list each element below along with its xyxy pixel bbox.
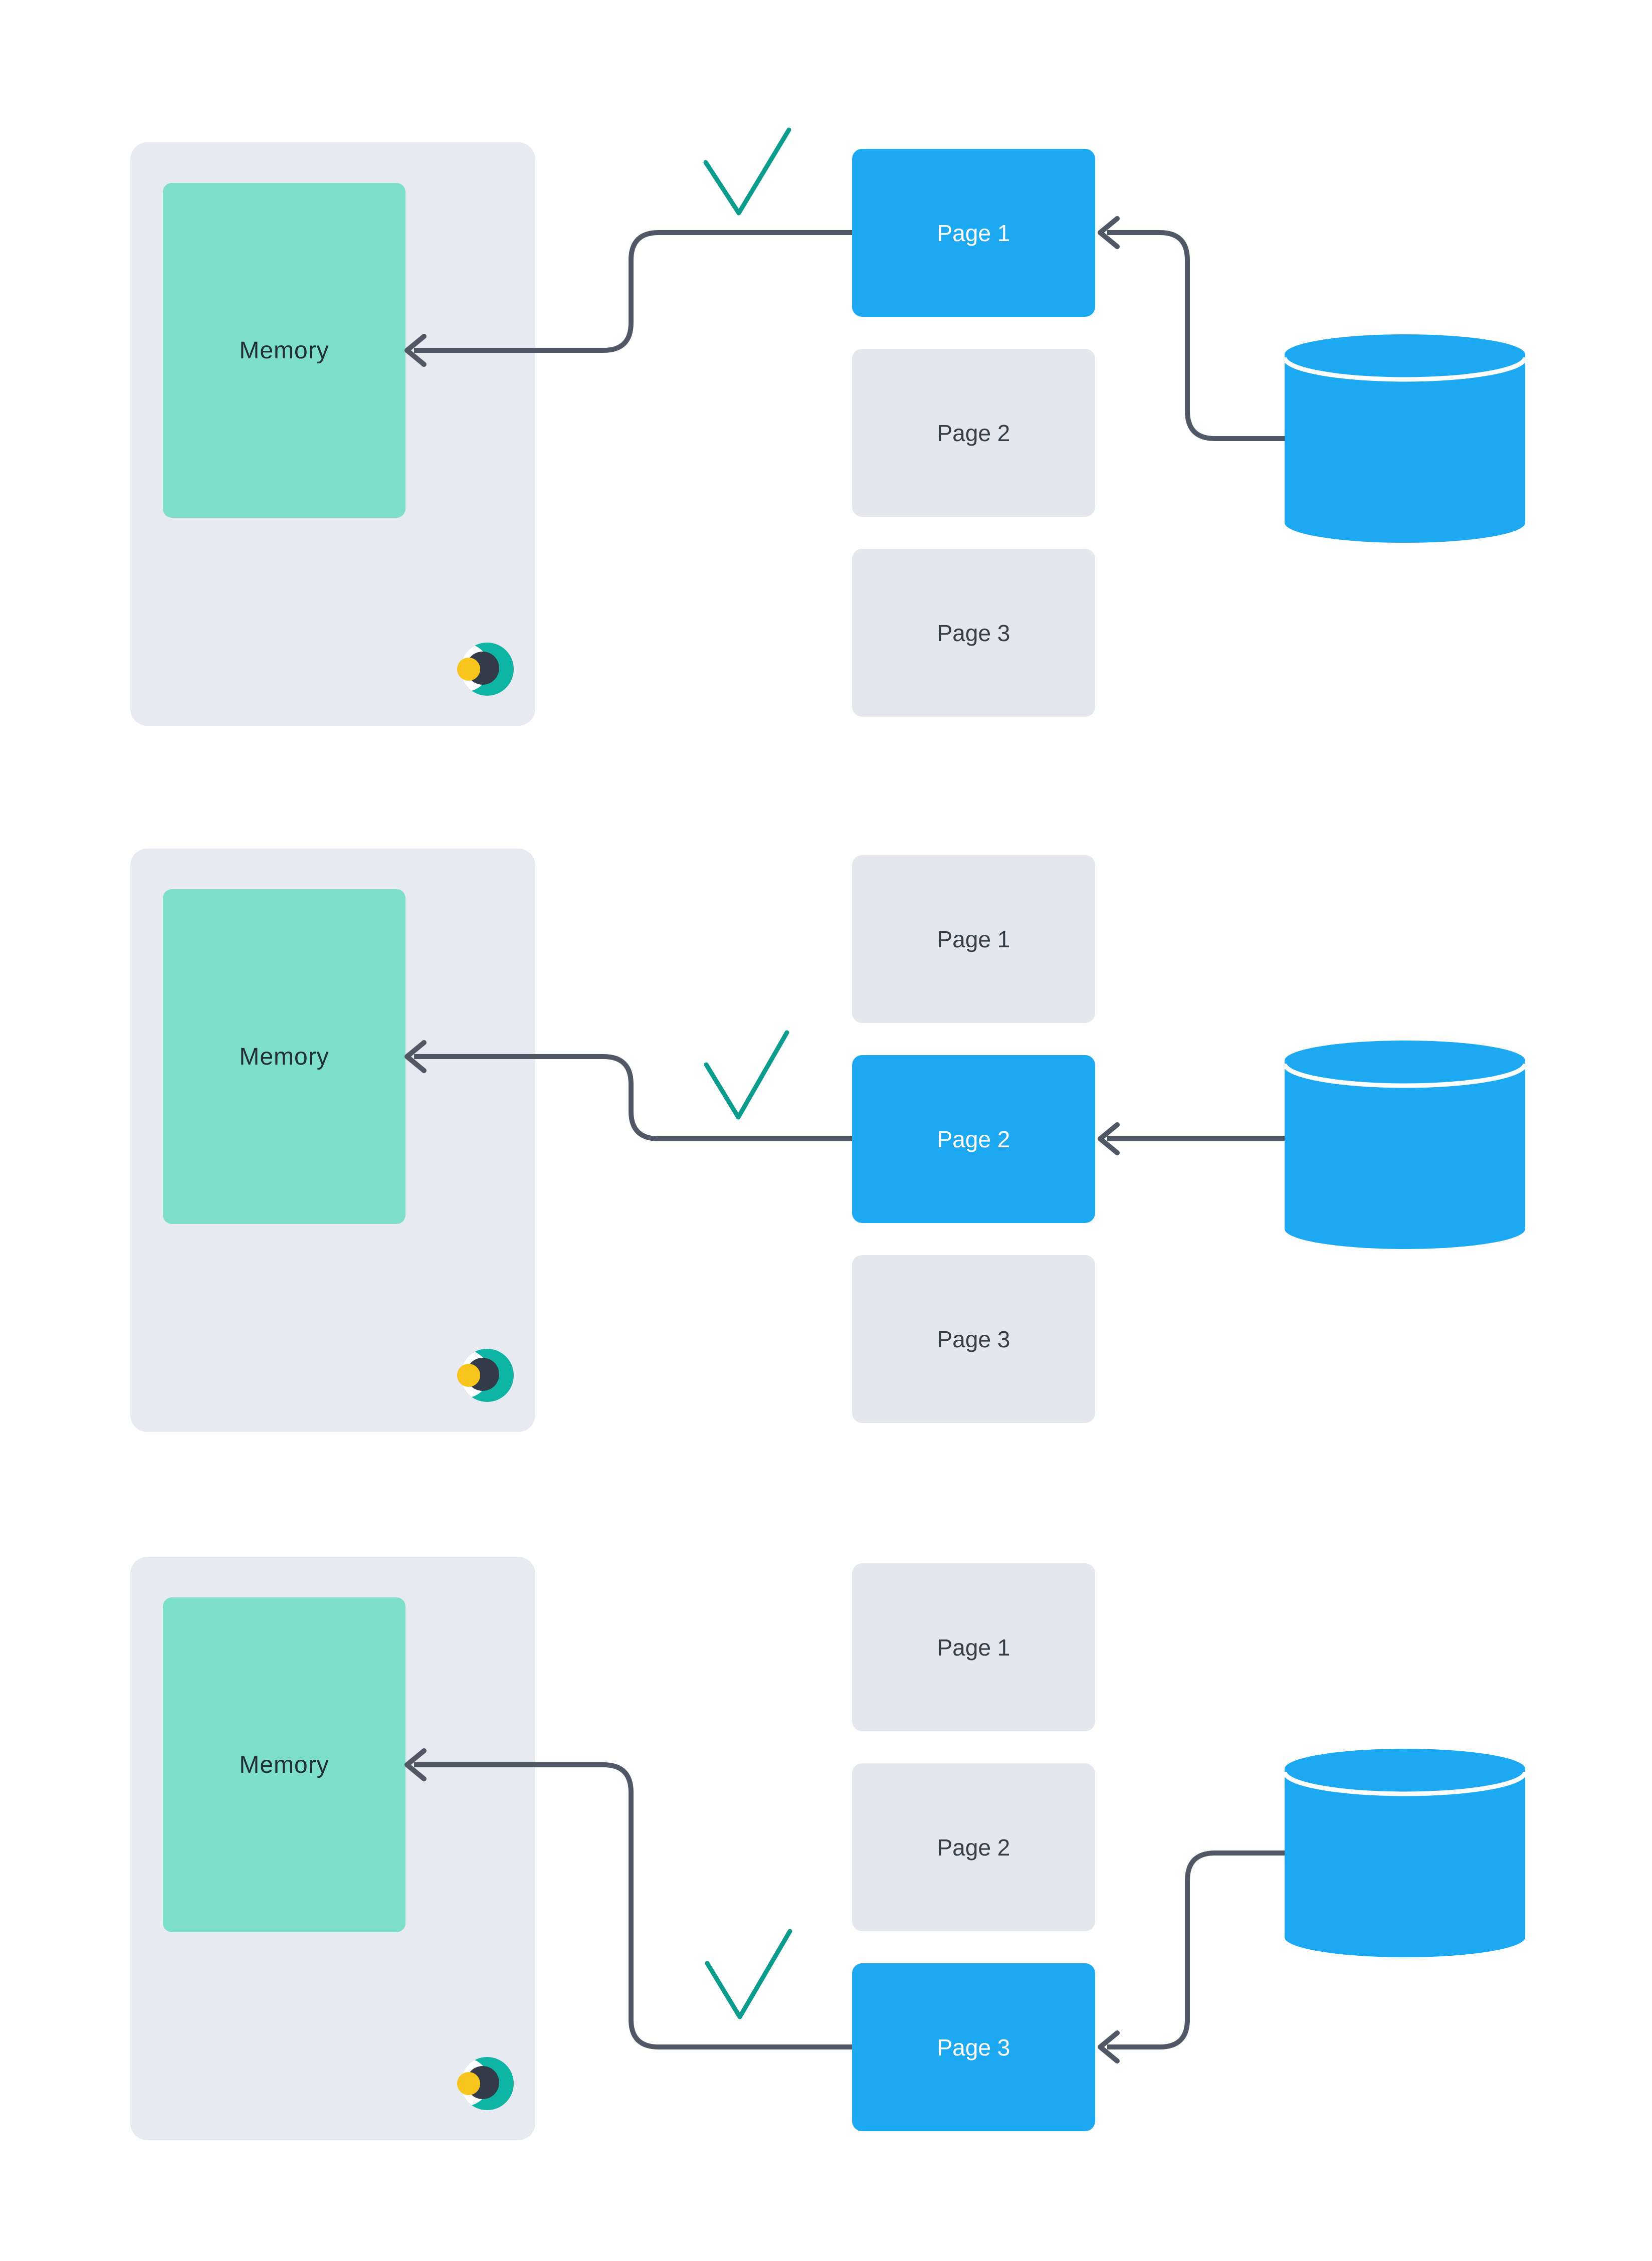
page-3-box: Page 3 xyxy=(852,1255,1095,1423)
datasource-label: Data Source xyxy=(1341,1862,1469,1888)
page-2-box: Page 2 xyxy=(852,349,1095,517)
page-3-box: Page 3 xyxy=(852,549,1095,717)
page-label: Page 2 xyxy=(937,1834,1010,1861)
page-1-box: Page 1 xyxy=(852,149,1095,317)
database-cylinder-icon xyxy=(1282,1041,1528,1249)
page-2-box: Page 2 xyxy=(852,1055,1095,1223)
database-cylinder-icon xyxy=(1282,1749,1528,1957)
page-label: Page 1 xyxy=(937,926,1010,952)
check-icon xyxy=(704,1030,789,1120)
arrowhead-icon xyxy=(1098,2030,1120,2064)
page-label: Page 2 xyxy=(937,1126,1010,1152)
page-3-box: Page 3 xyxy=(852,1963,1095,2131)
check-icon xyxy=(703,127,791,216)
datasource-to-page-connector xyxy=(1107,1851,1285,2049)
memory-box: Memory xyxy=(163,1597,405,1932)
datasource-label: Data Source xyxy=(1341,1154,1469,1180)
memory-label: Memory xyxy=(239,337,329,364)
check-icon xyxy=(705,1929,792,2019)
arrowhead-icon xyxy=(1098,1122,1120,1155)
page-label: Page 2 xyxy=(937,420,1010,446)
memory-label: Memory xyxy=(239,1751,329,1778)
page-2-box: Page 2 xyxy=(852,1763,1095,1931)
page-1-box: Page 1 xyxy=(852,855,1095,1023)
page-label: Page 1 xyxy=(937,220,1010,246)
memory-box: Memory xyxy=(163,183,405,518)
memory-label: Memory xyxy=(239,1043,329,1070)
database-cylinder-icon xyxy=(1282,334,1528,543)
datasource-to-page-connector xyxy=(1107,230,1285,441)
arrowhead-icon xyxy=(1098,216,1120,249)
memory-box: Memory xyxy=(163,889,405,1224)
page-label: Page 1 xyxy=(937,1634,1010,1661)
datasource-label: Data Source xyxy=(1341,448,1469,474)
page-label: Page 3 xyxy=(937,2034,1010,2061)
page-1-box: Page 1 xyxy=(852,1563,1095,1731)
page-label: Page 3 xyxy=(937,620,1010,646)
page-label: Page 3 xyxy=(937,1326,1010,1352)
